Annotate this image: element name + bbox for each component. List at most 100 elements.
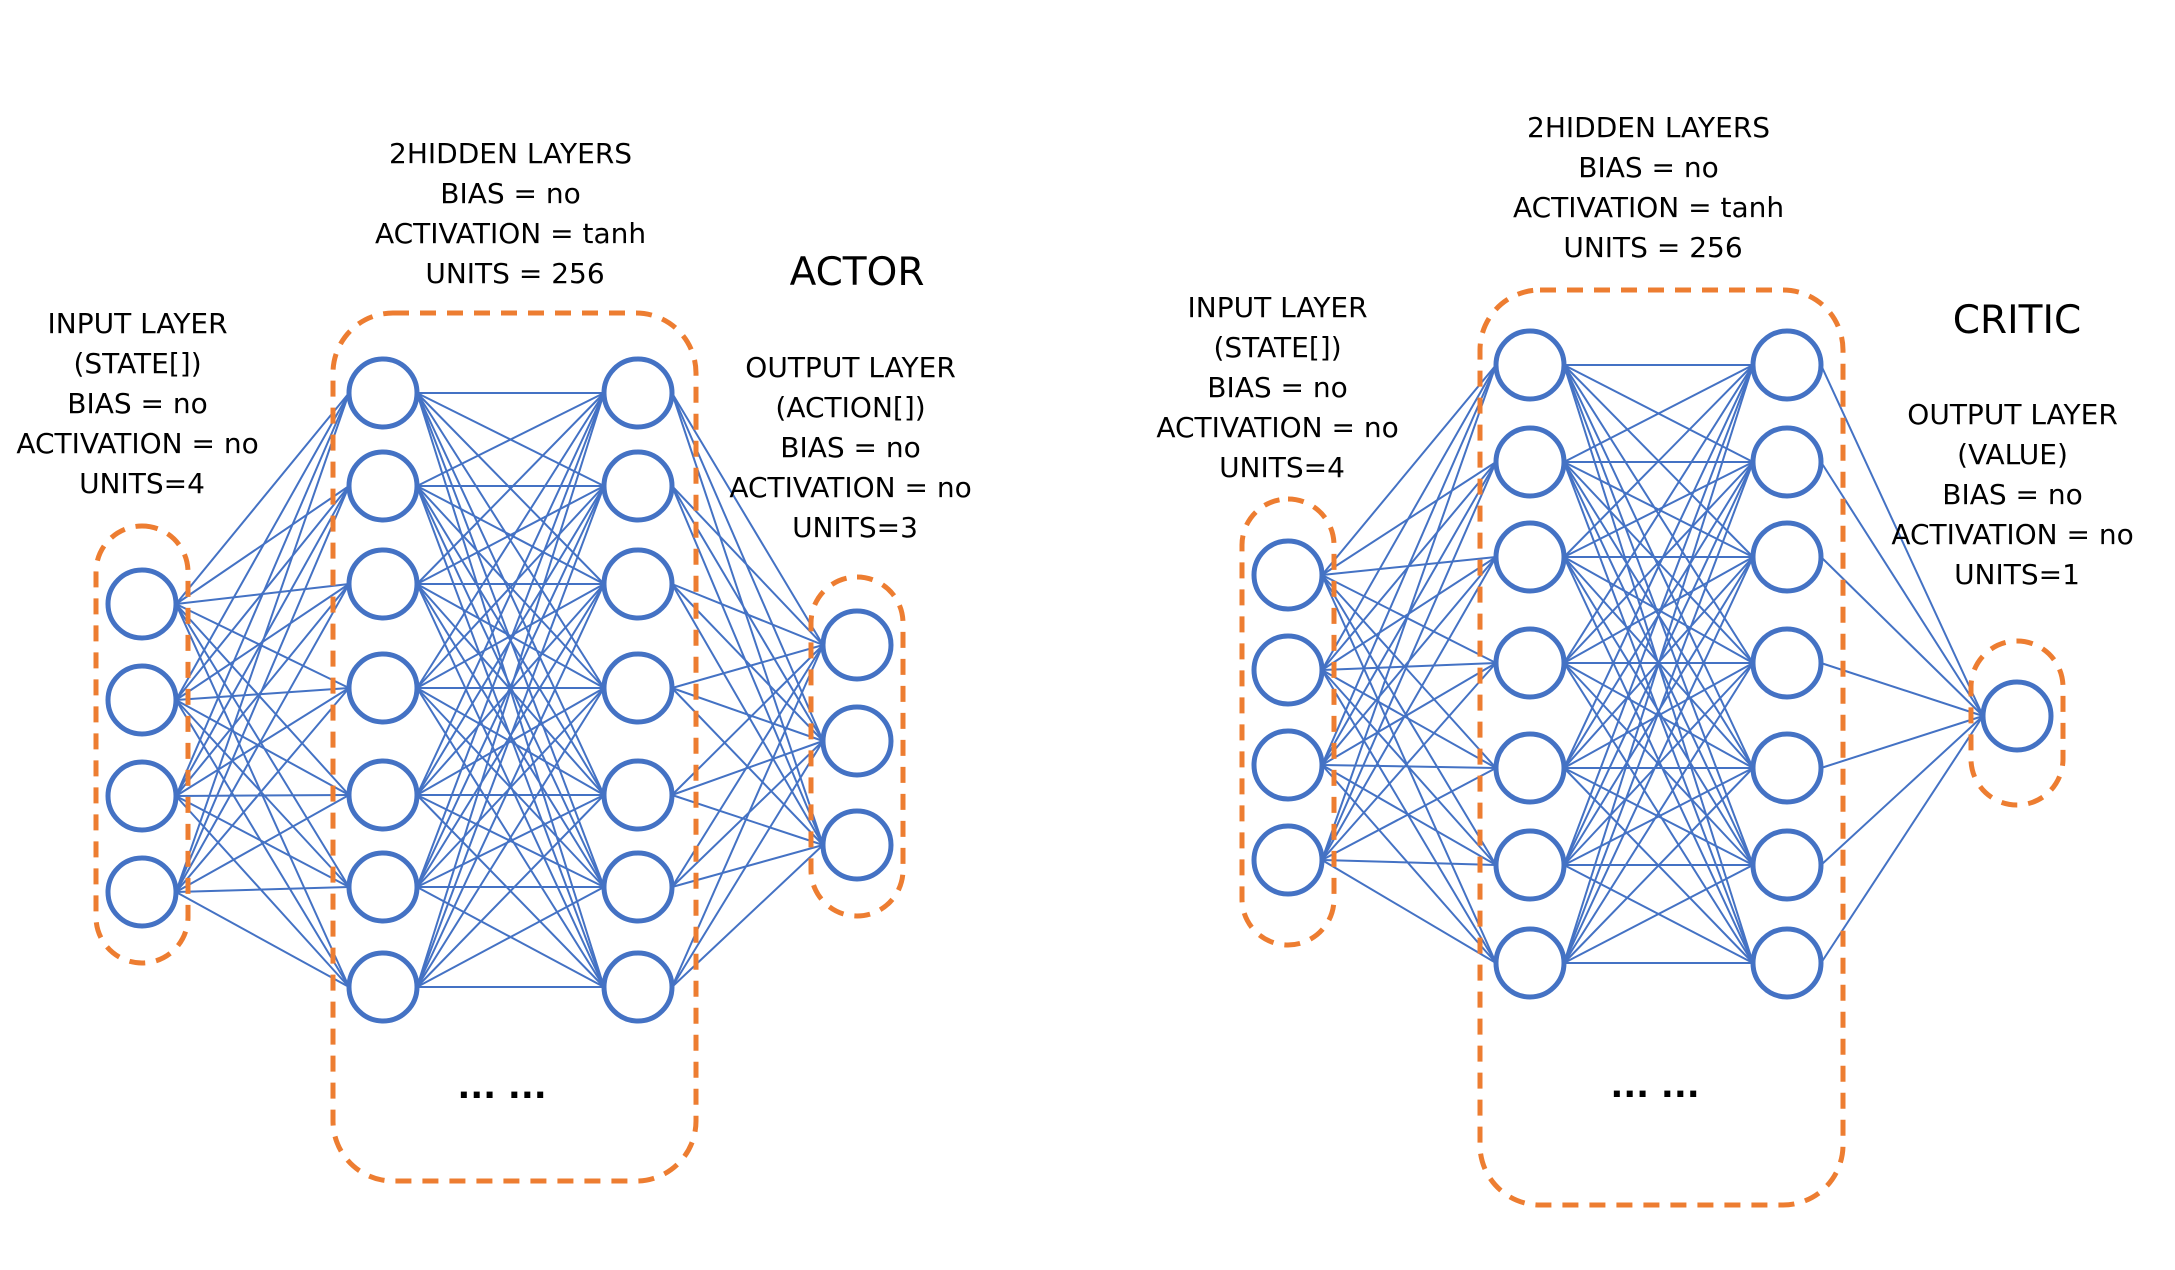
actor-edge-input-1-hidden1-4 xyxy=(175,699,350,796)
critic-edge-hidden1-6-hidden2-2 xyxy=(1563,556,1754,964)
critic-edge-input-0-hidden1-0 xyxy=(1321,364,1497,576)
critic-input-neuron-2 xyxy=(1251,728,1325,802)
actor-edge-hidden1-6-hidden2-4 xyxy=(416,794,605,988)
actor-edge-input-0-hidden1-0 xyxy=(175,392,350,605)
actor-hidden1-neuron-4 xyxy=(346,758,420,832)
critic-hidden2-neuron-0 xyxy=(1750,328,1824,402)
actor-edge-input-3-hidden1-1 xyxy=(175,485,350,893)
actor-edge-hidden2-6-output-1 xyxy=(671,740,824,988)
actor-hidden2-neuron-4 xyxy=(601,758,675,832)
actor-edge-input-0-hidden1-3 xyxy=(175,603,350,689)
actor-edge-input-1-hidden1-0 xyxy=(175,392,350,701)
actor-edge-hidden2-3-output-0 xyxy=(671,644,824,689)
critic-edge-input-3-hidden1-6 xyxy=(1321,859,1497,964)
actor-edge-hidden1-2-hidden2-0 xyxy=(416,392,605,585)
actor-output-neuron-1 xyxy=(820,704,894,778)
critic-hidden1-neuron-6 xyxy=(1493,926,1567,1000)
critic-edge-hidden1-3-hidden2-2 xyxy=(1563,556,1754,664)
critic-input-neuron-1 xyxy=(1251,633,1325,707)
critic-edge-hidden1-3-hidden2-1 xyxy=(1563,461,1754,664)
actor-edge-hidden1-3-hidden2-1 xyxy=(416,485,605,689)
actor-edge-input-3-hidden1-5 xyxy=(175,886,350,893)
actor-edge-hidden2-2-output-0 xyxy=(671,583,824,646)
critic-edge-input-3-hidden1-3 xyxy=(1321,662,1497,861)
critic-hidden2-neuron-5 xyxy=(1750,828,1824,902)
actor-edge-hidden1-5-hidden2-0 xyxy=(416,392,605,888)
critic-hidden-ellipsis: ... ... xyxy=(1610,1066,1699,1106)
critic-edge-hidden1-6-hidden2-3 xyxy=(1563,662,1754,964)
critic-edge-hidden2-6-output-0 xyxy=(1820,715,1984,964)
critic-edge-hidden2-5-output-0 xyxy=(1820,715,1984,866)
critic-edge-input-2-hidden1-0 xyxy=(1321,364,1497,766)
critic-input-label: INPUT LAYER (STATE[]) BIAS = no ACTIVATI… xyxy=(1156,291,1407,484)
critic-hidden1-neuron-0 xyxy=(1493,328,1567,402)
critic-edge-input-0-hidden1-3 xyxy=(1321,574,1497,664)
critic-edge-hidden2-2-output-0 xyxy=(1820,556,1984,717)
actor-edge-input-3-hidden1-0 xyxy=(175,392,350,893)
connection-lines xyxy=(175,364,1984,988)
actor-edge-input-0-hidden1-4 xyxy=(175,603,350,796)
critic-edge-input-2-hidden1-4 xyxy=(1321,764,1497,769)
actor-input-group-box xyxy=(93,523,191,966)
actor-edge-hidden1-3-hidden2-0 xyxy=(416,392,605,689)
actor-hidden2-neuron-2 xyxy=(601,547,675,621)
layer-group-boxes xyxy=(93,287,2066,1208)
actor-hidden1-neuron-3 xyxy=(346,651,420,725)
critic-edge-hidden1-2-hidden2-0 xyxy=(1563,364,1754,558)
actor-edge-hidden1-6-hidden2-5 xyxy=(416,886,605,988)
actor-hidden2-neuron-0 xyxy=(601,356,675,430)
critic-hidden1-neuron-1 xyxy=(1493,425,1567,499)
actor-hidden-group-box xyxy=(330,310,699,1184)
actor-edge-hidden1-6-hidden2-3 xyxy=(416,687,605,988)
actor-hidden-label: 2HIDDEN LAYERS BIAS = no ACTIVATION = ta… xyxy=(375,137,655,290)
critic-hidden1-neuron-2 xyxy=(1493,520,1567,594)
critic-edge-input-0-hidden1-4 xyxy=(1321,574,1497,769)
actor-hidden-ellipsis: ... ... xyxy=(457,1067,546,1107)
critic-edge-hidden1-2-hidden2-1 xyxy=(1563,461,1754,558)
critic-edge-input-3-hidden1-4 xyxy=(1321,767,1497,861)
critic-edge-hidden2-0-output-0 xyxy=(1820,364,1984,717)
critic-edge-input-1-hidden1-4 xyxy=(1321,669,1497,769)
actor-edge-input-2-hidden1-0 xyxy=(175,392,350,797)
critic-input-group-box xyxy=(1239,496,1337,948)
actor-hidden1-neuron-2 xyxy=(346,547,420,621)
actor-output-label: OUTPUT LAYER (ACTION[]) BIAS = no ACTIVA… xyxy=(729,351,980,544)
critic-edge-input-1-hidden1-3 xyxy=(1321,662,1497,671)
critic-output-group-box xyxy=(1968,638,2066,808)
critic-output-label: OUTPUT LAYER (VALUE) BIAS = no ACTIVATIO… xyxy=(1891,398,2142,591)
critic-input-neuron-3 xyxy=(1251,823,1325,897)
critic-hidden2-neuron-3 xyxy=(1750,626,1824,700)
actor-output-group-box xyxy=(808,574,906,919)
critic-edge-hidden1-5-hidden2-0 xyxy=(1563,364,1754,866)
critic-hidden1-neuron-4 xyxy=(1493,731,1567,805)
neuron-nodes xyxy=(105,328,2054,1024)
actor-hidden2-neuron-6 xyxy=(601,950,675,1024)
actor-input-neuron-1 xyxy=(105,663,179,737)
critic-edge-hidden1-4-hidden2-0 xyxy=(1563,364,1754,769)
actor-edge-hidden1-1-hidden2-0 xyxy=(416,392,605,487)
actor-input-neuron-0 xyxy=(105,567,179,641)
actor-edge-input-3-hidden1-4 xyxy=(175,794,350,893)
critic-hidden2-neuron-4 xyxy=(1750,731,1824,805)
critic-hidden-label: 2HIDDEN LAYERS BIAS = no ACTIVATION = ta… xyxy=(1513,111,1793,264)
actor-edge-hidden2-4-output-1 xyxy=(671,740,824,796)
actor-hidden2-neuron-5 xyxy=(601,850,675,924)
actor-edge-input-3-hidden1-3 xyxy=(175,687,350,893)
critic-input-neuron-0 xyxy=(1251,538,1325,612)
actor-edge-hidden1-6-hidden2-2 xyxy=(416,583,605,988)
critic-title: CRITIC xyxy=(1953,298,2081,343)
actor-edge-input-3-hidden1-6 xyxy=(175,891,350,988)
actor-edge-hidden2-0-output-0 xyxy=(671,392,824,646)
actor-title: ACTOR xyxy=(790,250,925,295)
critic-hidden2-neuron-6 xyxy=(1750,926,1824,1000)
critic-edge-input-3-hidden1-5 xyxy=(1321,859,1497,866)
critic-edge-hidden1-5-hidden2-4 xyxy=(1563,767,1754,866)
actor-hidden1-neuron-5 xyxy=(346,850,420,924)
actor-edge-hidden1-5-hidden2-4 xyxy=(416,794,605,888)
actor-edge-input-1-hidden1-3 xyxy=(175,687,350,701)
actor-edge-hidden1-2-hidden2-1 xyxy=(416,485,605,585)
critic-edge-hidden1-6-hidden2-0 xyxy=(1563,364,1754,964)
actor-hidden1-neuron-0 xyxy=(346,356,420,430)
